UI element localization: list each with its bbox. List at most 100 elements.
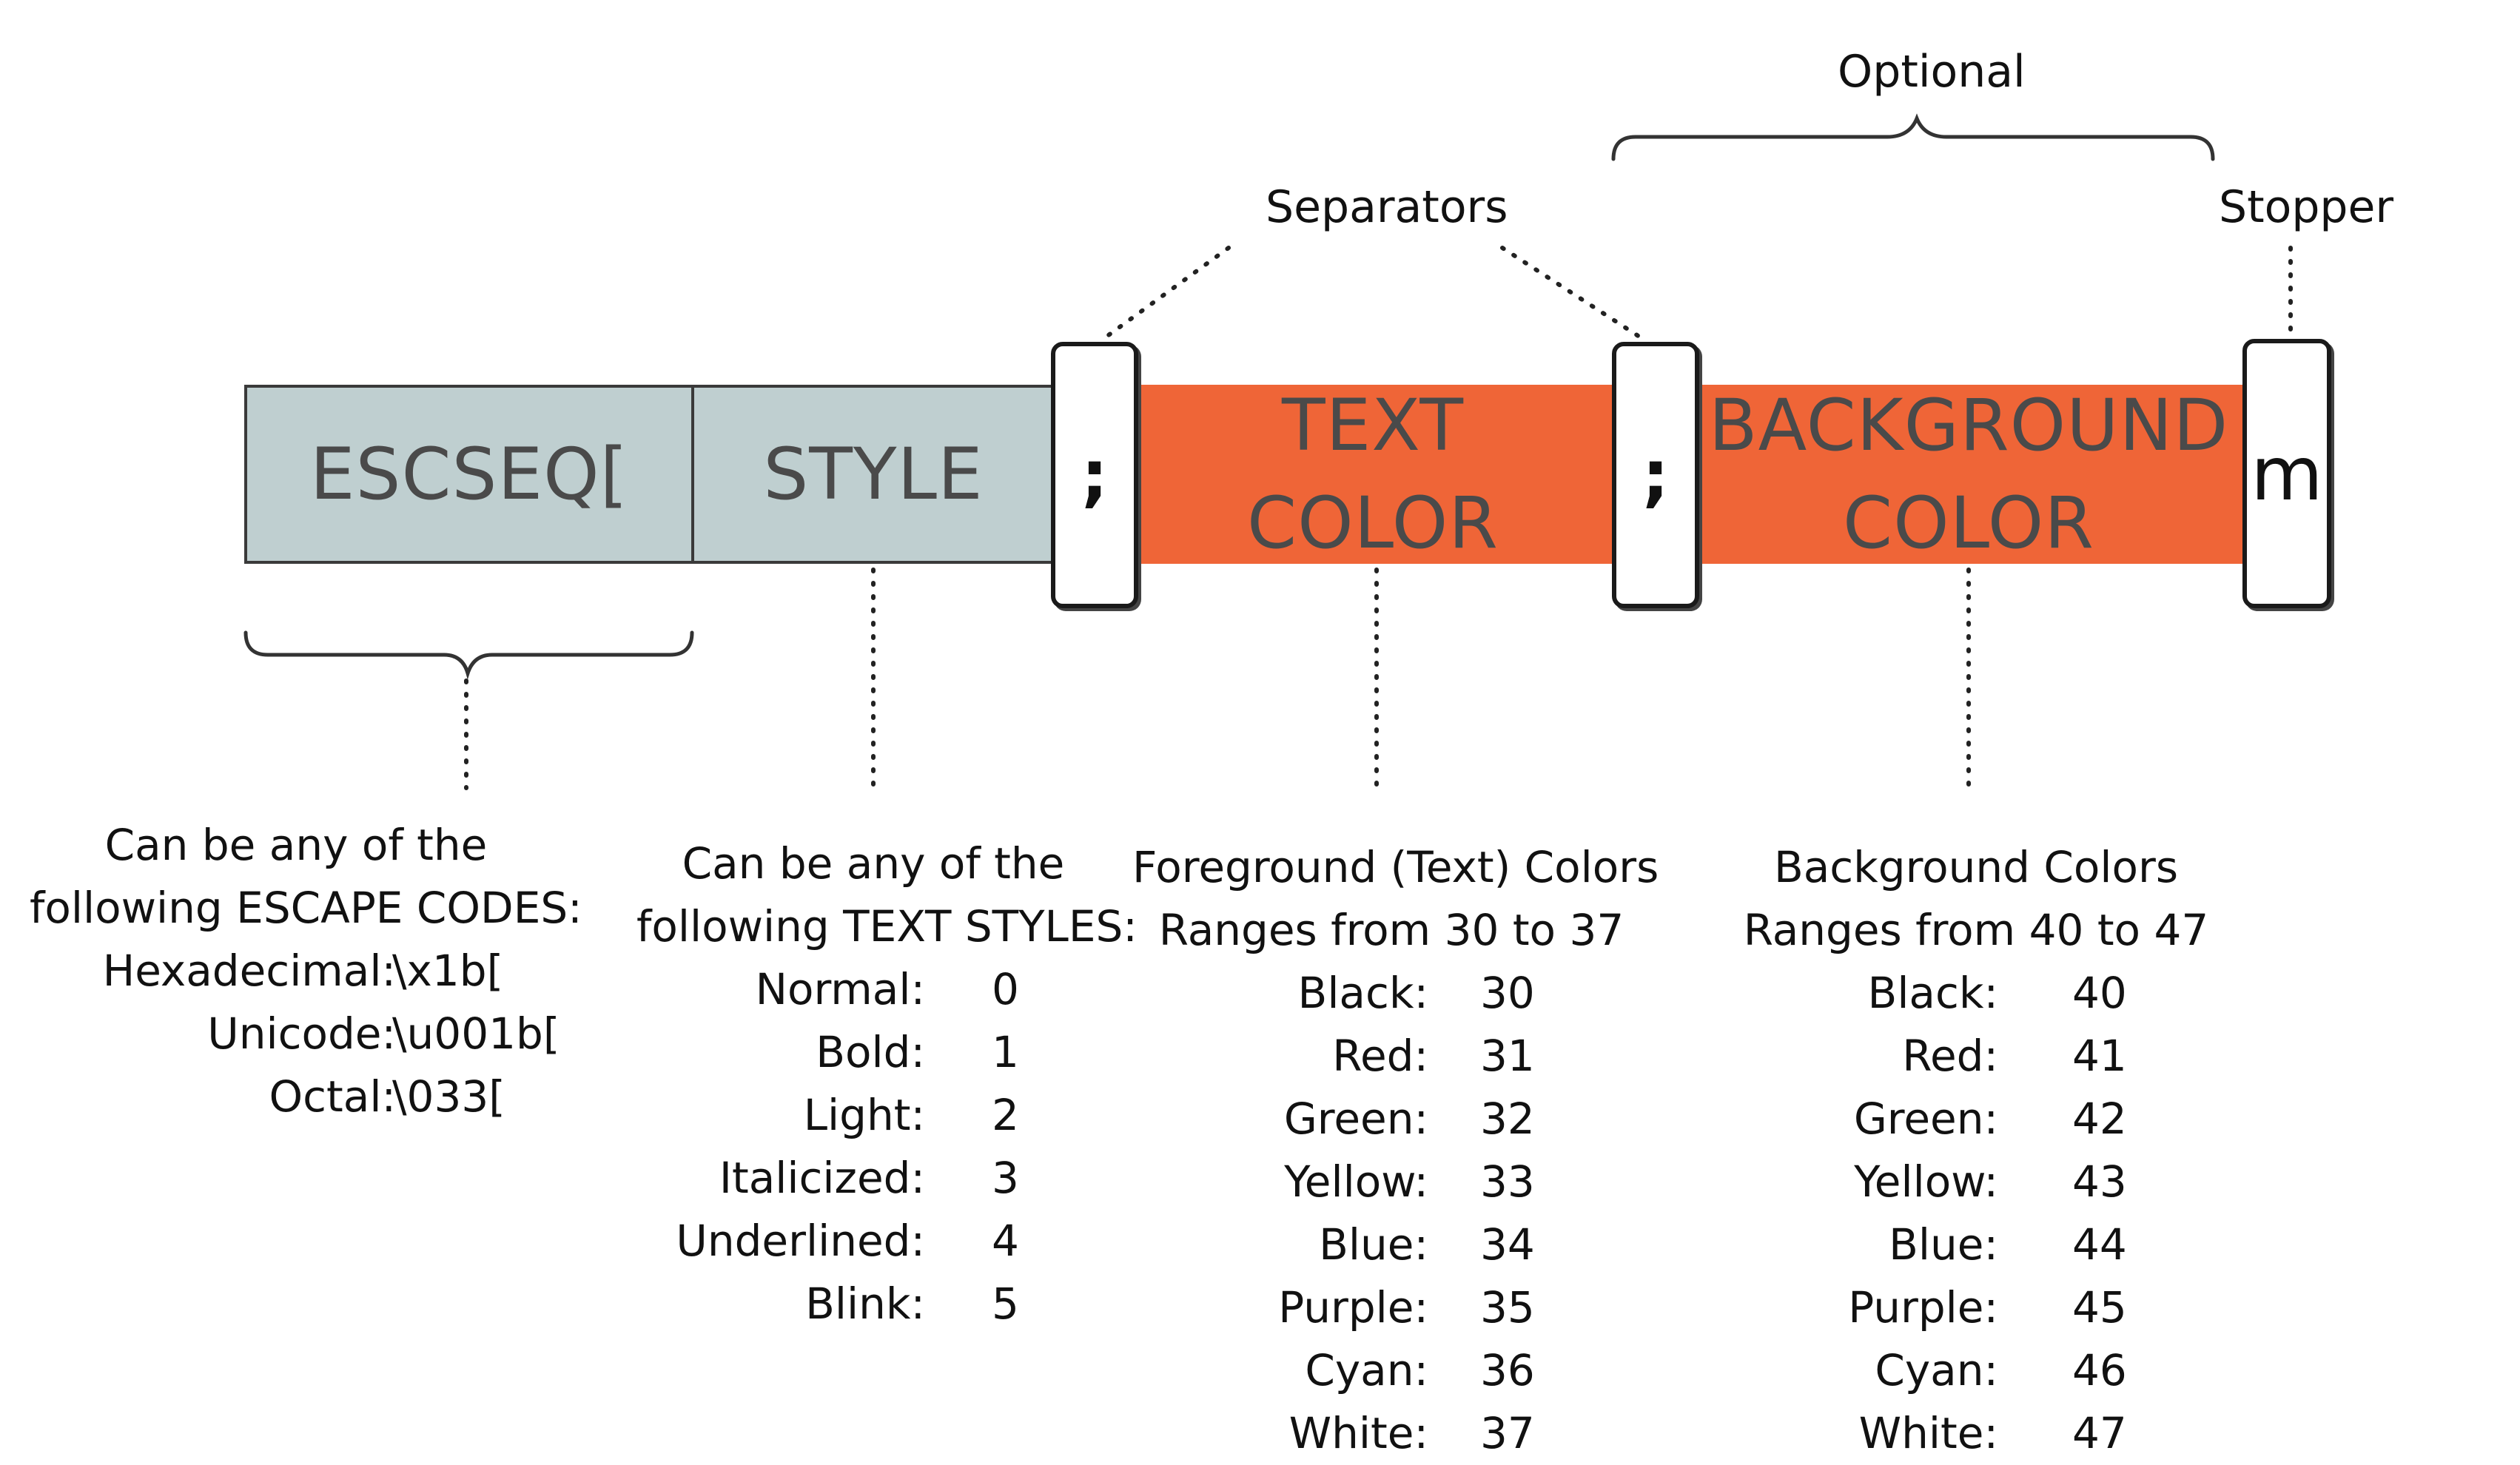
bg-color-label-line1: BACKGROUND — [1708, 384, 2229, 467]
escseq-brace — [243, 630, 694, 680]
text-style-key: Italicized: — [719, 1153, 925, 1203]
text-style-value: 0 — [992, 964, 1019, 1014]
background-color-key: Green: — [1853, 1094, 1998, 1144]
foreground-color-key: Green: — [1283, 1094, 1428, 1144]
escape-codes-block: Can be any of the following ESCAPE CODES… — [30, 814, 582, 1128]
foreground-color-row: Black: 30 — [1132, 962, 1650, 1025]
text-style-row: Bold: 1 — [636, 1021, 1110, 1084]
separator-1-connector — [1104, 246, 1231, 339]
foreground-color-row: Cyan: 36 — [1132, 1339, 1650, 1402]
background-header-line1: Background Colors — [1773, 842, 2179, 892]
text-styles-header-line2: following TEXT STYLES: — [636, 901, 1138, 952]
text-style-key: Underlined: — [676, 1216, 925, 1266]
text-style-key: Light: — [803, 1090, 925, 1140]
text-color-segment: TEXT COLOR — [1132, 384, 1613, 565]
background-color-key: Yellow: — [1854, 1156, 1998, 1207]
foreground-color-value: 37 — [1480, 1408, 1535, 1458]
escape-code-value: \u001b[ — [392, 1008, 560, 1059]
background-color-key: Cyan: — [1875, 1345, 1998, 1395]
background-color-row: Green: 42 — [1732, 1088, 2220, 1151]
foreground-color-key: White: — [1288, 1408, 1428, 1458]
optional-brace — [1611, 113, 2215, 161]
bg-color-label-line2: COLOR — [1843, 482, 2094, 565]
foreground-color-key: Purple: — [1278, 1282, 1428, 1333]
foreground-color-value: 33 — [1480, 1156, 1535, 1207]
foreground-color-key: Yellow: — [1284, 1156, 1428, 1207]
background-color-row: Black: 40 — [1732, 962, 2220, 1025]
text-style-row: Italicized: 3 — [636, 1147, 1110, 1210]
text-style-row: Underlined: 4 — [636, 1210, 1110, 1273]
foreground-color-row: Green: 32 — [1132, 1088, 1650, 1151]
escape-code-row: Unicode: \u001b[ — [30, 1003, 562, 1065]
foreground-color-value: 35 — [1480, 1282, 1535, 1333]
separator-1: ; — [1051, 342, 1138, 608]
stopper-glyph: m — [2251, 430, 2323, 517]
escape-code-row: Octal: \033[ — [30, 1065, 562, 1128]
background-color-value: 43 — [2072, 1156, 2127, 1207]
foreground-color-key: Red: — [1332, 1031, 1428, 1081]
escape-code-value: \033[ — [392, 1071, 505, 1122]
text-style-value: 5 — [992, 1279, 1019, 1329]
optional-annotation: Optional — [1838, 46, 2026, 98]
separator-2: ; — [1612, 342, 1699, 608]
background-color-row: Red: 41 — [1732, 1025, 2220, 1088]
text-style-value: 3 — [992, 1153, 1019, 1203]
separators-annotation: Separators — [1266, 181, 1508, 233]
background-color-value: 42 — [2072, 1094, 2127, 1144]
foreground-color-value: 31 — [1480, 1031, 1535, 1081]
style-segment: STYLE — [691, 385, 1055, 564]
background-color-value: 40 — [2072, 968, 2127, 1018]
background-color-value: 47 — [2072, 1408, 2127, 1458]
foreground-colors-block: Foreground (Text) Colors Ranges from 30 … — [1132, 836, 1659, 1465]
foreground-color-value: 32 — [1480, 1094, 1535, 1144]
background-color-key: Blue: — [1889, 1219, 1998, 1270]
escape-codes-header-line1: Can be any of the — [104, 820, 488, 870]
text-style-key: Bold: — [816, 1027, 925, 1077]
background-color-row: White: 47 — [1732, 1402, 2220, 1465]
background-color-key: Red: — [1902, 1031, 1998, 1081]
text-color-label-line2: COLOR — [1247, 482, 1499, 565]
foreground-color-row: White: 37 — [1132, 1402, 1650, 1465]
style-label: STYLE — [763, 433, 984, 516]
text-styles-block: Can be any of the following TEXT STYLES:… — [636, 832, 1138, 1336]
foreground-color-value: 30 — [1480, 968, 1535, 1018]
foreground-color-key: Cyan: — [1305, 1345, 1428, 1395]
background-color-key: Black: — [1867, 968, 1998, 1018]
background-color-row: Yellow: 43 — [1732, 1151, 2220, 1213]
text-style-row: Light: 2 — [636, 1084, 1110, 1147]
background-color-row: Purple: 45 — [1732, 1276, 2220, 1339]
text-style-key: Normal: — [755, 964, 925, 1014]
background-color-row: Cyan: 46 — [1732, 1339, 2220, 1402]
background-color-row: Blue: 44 — [1732, 1213, 2220, 1276]
text-color-label-line1: TEXT — [1281, 384, 1464, 467]
background-header-line2: Ranges from 40 to 47 — [1743, 905, 2209, 955]
text-style-value: 1 — [992, 1027, 1019, 1077]
background-color-key: Purple: — [1848, 1282, 1998, 1333]
stopper: m — [2242, 339, 2331, 608]
escape-codes-header-line2: following ESCAPE CODES: — [30, 883, 582, 933]
foreground-color-value: 34 — [1480, 1219, 1535, 1270]
bg-color-segment: BACKGROUND COLOR — [1695, 384, 2242, 565]
foreground-color-row: Blue: 34 — [1132, 1213, 1650, 1276]
background-color-key: White: — [1858, 1408, 1998, 1458]
background-color-value: 41 — [2072, 1031, 2127, 1081]
foreground-color-row: Yellow: 33 — [1132, 1151, 1650, 1213]
background-color-value: 45 — [2072, 1282, 2127, 1333]
escseq-label: ESCSEQ[ — [309, 433, 629, 516]
foreground-color-key: Black: — [1297, 968, 1428, 1018]
foreground-color-key: Blue: — [1319, 1219, 1428, 1270]
foreground-color-row: Purple: 35 — [1132, 1276, 1650, 1339]
separator-1-glyph: ; — [1081, 435, 1109, 515]
text-style-value: 4 — [992, 1216, 1019, 1266]
escape-code-row: Hexadecimal: \x1b[ — [30, 940, 562, 1003]
background-color-value: 46 — [2072, 1345, 2127, 1395]
separator-2-connector — [1500, 246, 1642, 339]
foreground-header-line1: Foreground (Text) Colors — [1132, 842, 1659, 892]
escape-code-value: \x1b[ — [392, 946, 504, 996]
stopper-annotation: Stopper — [2219, 181, 2394, 233]
text-style-row: Normal: 0 — [636, 958, 1110, 1021]
escape-code-key: Hexadecimal: — [102, 946, 396, 996]
foreground-color-value: 36 — [1480, 1345, 1535, 1395]
text-style-value: 2 — [992, 1090, 1019, 1140]
